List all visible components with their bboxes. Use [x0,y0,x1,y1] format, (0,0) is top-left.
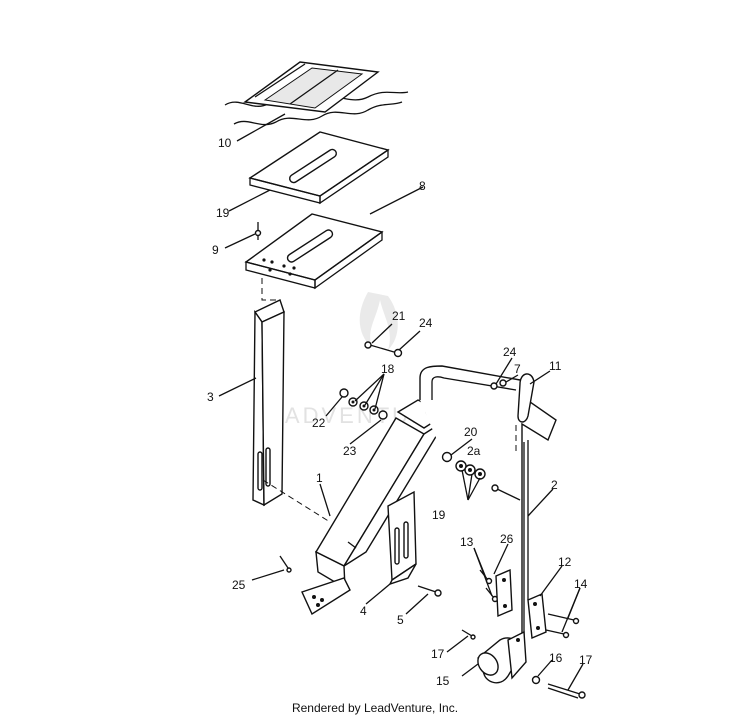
part-19-washers-lower [455,460,486,480]
callout-24-lower: 24 [503,345,517,359]
callout-10: 11 [549,359,562,373]
caption: Rendered by LeadVenture, Inc. [291,701,459,715]
callout-8: 19 [216,206,230,220]
callout-21: 22 [312,416,326,430]
part-15-roller [477,630,527,684]
callout-13: 14 [574,577,588,591]
part-13-bolts [545,613,580,639]
part-23-bolt [364,341,395,353]
callout-12: 10 [218,136,232,150]
callout-22: 23 [343,444,357,458]
callout-19-lower: 19 [432,508,446,522]
callout-1: 1 [316,471,323,485]
callout-19-upper: 18 [381,362,395,376]
part-16-washer [531,675,541,685]
callout-17: 17 [579,653,593,667]
part-5-bolt [417,585,442,597]
callout-18: 17 [431,647,445,661]
callout-5: 5 [397,613,404,627]
callout-9: 9 [212,243,219,257]
part-24-nut-upper [490,382,498,390]
callout-2a: 2a [467,444,481,458]
callout-23: 21 [392,309,406,323]
part-25-pin [279,555,292,573]
part-3-seat-support [252,299,285,507]
part-22-washer [378,410,388,420]
part-10-knob [517,373,535,423]
part-12-seat-pan [224,61,409,126]
part-18-pin [461,629,476,640]
part-6-nut [499,379,507,387]
callout-24-upper: 24 [419,316,433,330]
callout-11: 12 [558,555,572,569]
callout-20: 20 [464,425,478,439]
callout-4: 4 [360,604,367,618]
callout-25: 25 [232,578,246,592]
part-4-bracket [387,490,417,586]
part-7-seat-plate [244,213,384,290]
part-21-washer [339,388,349,398]
callout-3: 3 [207,390,214,404]
part-20-washer [441,451,453,463]
callout-16: 16 [549,651,563,665]
callout-15: 15 [436,674,450,688]
callout-26: 26 [500,532,514,546]
callout-2: 2 [551,478,558,492]
callout-14: 13 [460,535,474,549]
part-11-link [527,592,547,640]
part-26-link [495,568,513,618]
part-24-nut [393,348,403,358]
part-1-main-arm [301,396,457,616]
callout-7: 8 [419,179,426,193]
part-17-bolt [547,683,586,699]
part-8-seat-board [248,131,390,205]
callout-6: 7 [514,362,521,376]
callout-labels: 10 19 8 9 3 21 24 18 22 23 24 7 11 20 2a… [207,136,593,688]
leader-lines [218,113,584,691]
part-9-bolt [254,222,262,240]
